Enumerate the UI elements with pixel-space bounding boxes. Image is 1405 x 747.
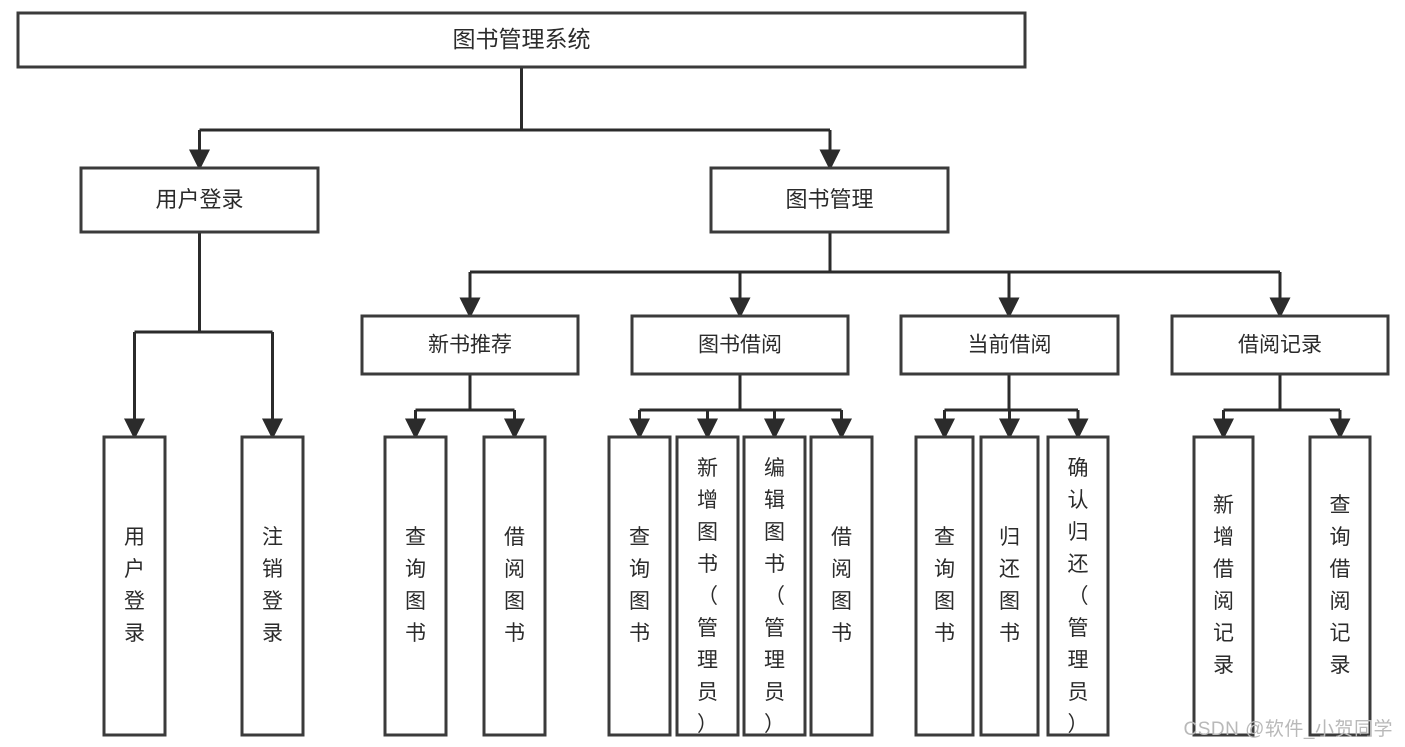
node-leaf-user-login[interactable]: 用户登录	[102, 435, 167, 737]
node-leaf-return-book-box[interactable]	[979, 435, 1040, 737]
node-new-book-rec-label: 新书推荐	[428, 334, 512, 357]
node-leaf-confirm-return[interactable]: 确认归还（管理员）	[1046, 435, 1110, 737]
node-leaf-borrow-book-rec-label: 借阅图书	[504, 526, 525, 645]
node-leaf-query-book-cur-label: 查询图书	[934, 526, 955, 645]
node-new-book-rec[interactable]: 新书推荐	[360, 314, 580, 376]
node-leaf-return-book[interactable]: 归还图书	[979, 435, 1040, 737]
node-leaf-confirm-return-box[interactable]	[1046, 435, 1110, 737]
node-root-label: 图书管理系统	[453, 26, 591, 52]
node-root[interactable]: 图书管理系统	[16, 11, 1027, 69]
node-leaf-edit-book-admin-box[interactable]	[742, 435, 807, 737]
node-leaf-query-book-brw-label: 查询图书	[629, 526, 650, 645]
node-book-mgmt[interactable]: 图书管理	[709, 166, 950, 234]
node-borrow-record-label: 借阅记录	[1238, 334, 1322, 357]
leaf-nodes-layer: 用户登录 注销登录 查询图书 借阅图书 查询图书 新增图书（管理员） 编辑图书（管理员） 借阅…	[102, 435, 1372, 737]
node-leaf-add-book-admin[interactable]: 新增图书（管理员）	[675, 435, 740, 737]
node-leaf-query-book-brw[interactable]: 查询图书	[607, 435, 672, 737]
node-book-borrow-label: 图书借阅	[698, 334, 782, 357]
node-leaf-query-record-label: 查询借阅记录	[1330, 494, 1351, 677]
node-leaf-logout-label: 注销登录	[262, 526, 283, 645]
node-leaf-user-login-label: 用户登录	[124, 526, 145, 645]
node-book-mgmt-box[interactable]	[709, 166, 950, 234]
node-root-box[interactable]	[16, 11, 1027, 69]
node-leaf-query-record-box[interactable]	[1308, 435, 1372, 737]
node-leaf-add-book-admin-box[interactable]	[675, 435, 740, 737]
node-user-login-box[interactable]	[79, 166, 320, 234]
node-leaf-borrow-book-rec-box[interactable]	[482, 435, 547, 737]
node-leaf-borrow-book-brw-label: 借阅图书	[831, 526, 852, 645]
node-leaf-borrow-book-brw[interactable]: 借阅图书	[809, 435, 874, 737]
node-leaf-user-login-box[interactable]	[102, 435, 167, 737]
node-current-borrow[interactable]: 当前借阅	[899, 314, 1120, 376]
node-book-borrow[interactable]: 图书借阅	[630, 314, 850, 376]
node-leaf-borrow-book-brw-box[interactable]	[809, 435, 874, 737]
node-leaf-confirm-return-label: 确认归还（管理员）	[1068, 457, 1089, 736]
node-leaf-add-record-label: 新增借阅记录	[1213, 494, 1234, 677]
node-leaf-query-book-cur-box[interactable]	[914, 435, 975, 737]
node-leaf-logout[interactable]: 注销登录	[240, 435, 305, 737]
node-new-book-rec-box[interactable]	[360, 314, 580, 376]
node-leaf-borrow-book-rec[interactable]: 借阅图书	[482, 435, 547, 737]
node-borrow-record[interactable]: 借阅记录	[1170, 314, 1390, 376]
node-leaf-query-book-cur[interactable]: 查询图书	[914, 435, 975, 737]
node-user-login[interactable]: 用户登录	[79, 166, 320, 234]
node-current-borrow-label: 当前借阅	[968, 334, 1052, 357]
node-leaf-query-book-rec-box[interactable]	[383, 435, 448, 737]
edges-layer	[124, 67, 1351, 440]
node-user-login-label: 用户登录	[155, 187, 243, 212]
node-leaf-logout-box[interactable]	[240, 435, 305, 737]
node-book-mgmt-label: 图书管理	[785, 187, 873, 212]
node-book-borrow-box[interactable]	[630, 314, 850, 376]
node-leaf-query-record[interactable]: 查询借阅记录	[1308, 435, 1372, 737]
node-borrow-record-box[interactable]	[1170, 314, 1390, 376]
node-current-borrow-box[interactable]	[899, 314, 1120, 376]
node-leaf-edit-book-admin-label: 编辑图书（管理员）	[764, 457, 785, 736]
node-leaf-return-book-label: 归还图书	[999, 526, 1020, 645]
node-leaf-edit-book-admin[interactable]: 编辑图书（管理员）	[742, 435, 807, 737]
node-leaf-query-book-brw-box[interactable]	[607, 435, 672, 737]
node-leaf-add-book-admin-label: 新增图书（管理员）	[697, 457, 718, 736]
node-leaf-add-record-box[interactable]	[1192, 435, 1255, 737]
node-leaf-query-book-rec[interactable]: 查询图书	[383, 435, 448, 737]
node-leaf-add-record[interactable]: 新增借阅记录	[1192, 435, 1255, 737]
node-leaf-query-book-rec-label: 查询图书	[405, 526, 426, 645]
